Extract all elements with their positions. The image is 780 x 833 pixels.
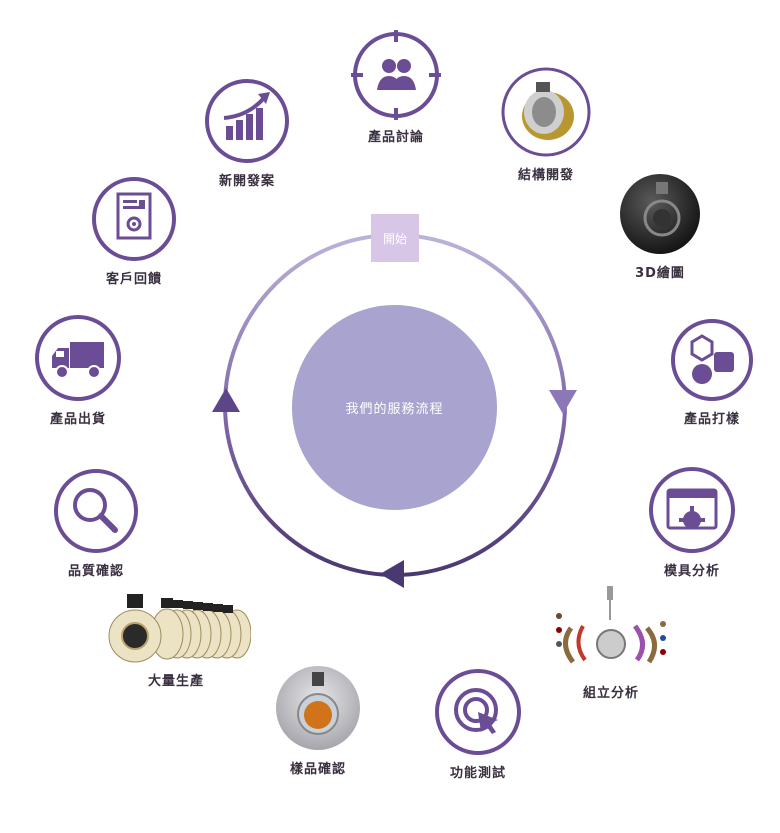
step-label: 產品討論 xyxy=(367,130,424,145)
step-product-discussion: 產品討論 xyxy=(336,30,456,145)
step-new-development: 新開發案 xyxy=(187,78,307,189)
target-cursor-icon xyxy=(435,669,521,755)
step-mass-production: 大量生產 xyxy=(100,594,252,689)
mass-production-photo xyxy=(108,594,251,663)
step-label: 新開發案 xyxy=(218,174,275,189)
people-target-icon xyxy=(351,30,441,120)
step-customer-feedback: 客戶回饋 xyxy=(74,176,194,287)
step-quality-check: 品質確認 xyxy=(36,468,156,579)
bar-chart-arrow-icon xyxy=(205,79,289,163)
center-title: 我們的服務流程 xyxy=(292,305,497,510)
magnifier-icon xyxy=(54,469,138,553)
step-label: 大量生產 xyxy=(147,674,204,689)
structure-photo xyxy=(501,67,591,157)
step-label: 結構開發 xyxy=(517,168,574,183)
exploded-view-photo xyxy=(556,586,666,664)
step-assembly-analysis: 組立分析 xyxy=(548,584,674,701)
step-mold-analysis: 模具分析 xyxy=(632,466,752,579)
arrow-left-up xyxy=(212,388,240,412)
step-label: 組立分析 xyxy=(582,686,639,701)
step-function-test: 功能測試 xyxy=(418,668,538,781)
shapes-icon xyxy=(671,319,753,401)
step-shipping: 產品出貨 xyxy=(18,314,138,427)
step-prototyping: 產品打樣 xyxy=(652,318,772,427)
truck-icon xyxy=(35,315,121,401)
step-3d-drawing: 3D繪圖 xyxy=(600,172,720,281)
step-label: 模具分析 xyxy=(663,564,720,579)
arrow-bottom-left xyxy=(380,560,404,588)
step-label: 功能測試 xyxy=(449,766,506,781)
3d-render-photo xyxy=(620,174,700,254)
step-label: 產品打樣 xyxy=(683,412,740,427)
sample-bottle-photo xyxy=(276,666,360,750)
browser-gear-icon xyxy=(649,467,735,553)
start-label: 開始 xyxy=(371,214,419,262)
step-label: 品質確認 xyxy=(67,564,124,579)
step-label: 3D繪圖 xyxy=(635,266,685,281)
step-label: 樣品確認 xyxy=(289,762,346,777)
arrow-right-down xyxy=(549,390,577,414)
step-structure-development: 結構開發 xyxy=(486,66,606,183)
step-label: 客戶回饋 xyxy=(105,272,162,287)
document-gear-icon xyxy=(92,177,176,261)
step-label: 產品出貨 xyxy=(49,412,106,427)
step-sample-confirmation: 樣品確認 xyxy=(258,664,378,777)
